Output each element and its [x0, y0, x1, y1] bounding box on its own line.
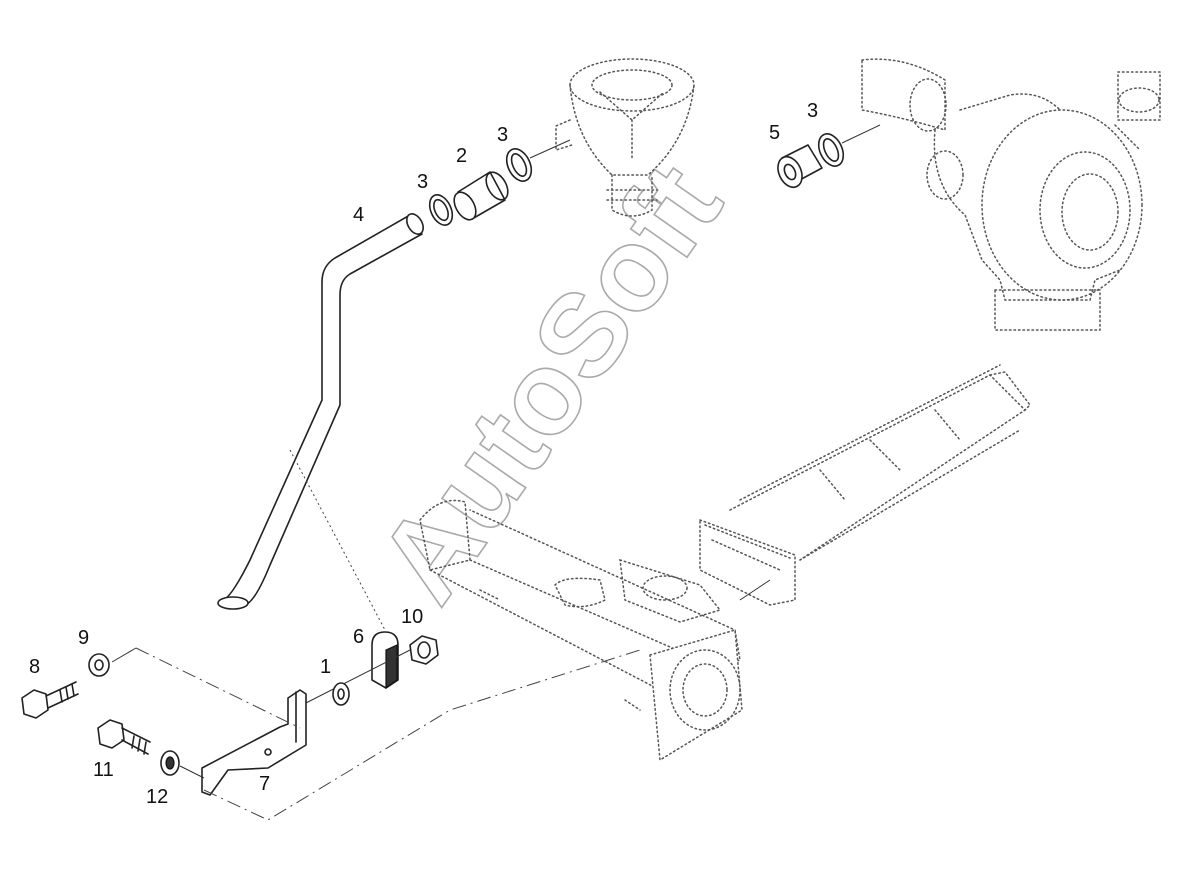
hose-routing-line: [289, 449, 386, 631]
bolt-part-11: [97, 719, 151, 755]
bolt-part-8: [21, 681, 79, 719]
callout-3-center: 3: [497, 124, 508, 146]
callout-10: 10: [401, 606, 423, 628]
clamp-part-3-right: [817, 133, 845, 167]
callout-12: 12: [146, 786, 168, 808]
callout-8: 8: [29, 656, 40, 678]
clamp-part-3-center: [505, 148, 533, 182]
axis-line-turbo: [841, 124, 881, 144]
callout-3-right: 3: [807, 100, 818, 122]
axis-line-bolt-8: [111, 647, 137, 663]
washer-part-1: [332, 682, 350, 706]
callout-5: 5: [769, 122, 780, 144]
callout-4: 4: [353, 204, 364, 226]
bracket-part-7: [201, 689, 307, 796]
callout-7: 7: [259, 773, 270, 795]
callout-3-left: 3: [417, 171, 428, 193]
lock-washer-part-12: [160, 750, 180, 776]
callout-11: 11: [93, 759, 114, 781]
axis-line-clip: [299, 649, 411, 707]
phantom-line-lower: [203, 649, 641, 821]
nut-part-10: [409, 635, 439, 665]
washer-part-9: [88, 653, 110, 677]
hose-part-4: [217, 213, 424, 610]
turbocharger-housing: [861, 58, 1161, 331]
sleeve-part-2: [453, 171, 509, 221]
callout-1: 1: [320, 656, 331, 678]
axle-support-frame: [419, 364, 1031, 762]
callout-9: 9: [78, 627, 89, 649]
axis-line-air-cleaner: [529, 139, 571, 159]
axis-line-bolt-11: [179, 765, 205, 779]
axis-line-axle: [739, 579, 771, 601]
clamp-part-3-left: [428, 194, 454, 226]
phantom-line-upper: [135, 647, 301, 729]
callout-2: 2: [456, 145, 467, 167]
clip-part-6: [371, 631, 399, 690]
air-cleaner-housing: [555, 58, 695, 217]
callout-6: 6: [353, 626, 364, 648]
plug-part-5: [777, 144, 823, 189]
